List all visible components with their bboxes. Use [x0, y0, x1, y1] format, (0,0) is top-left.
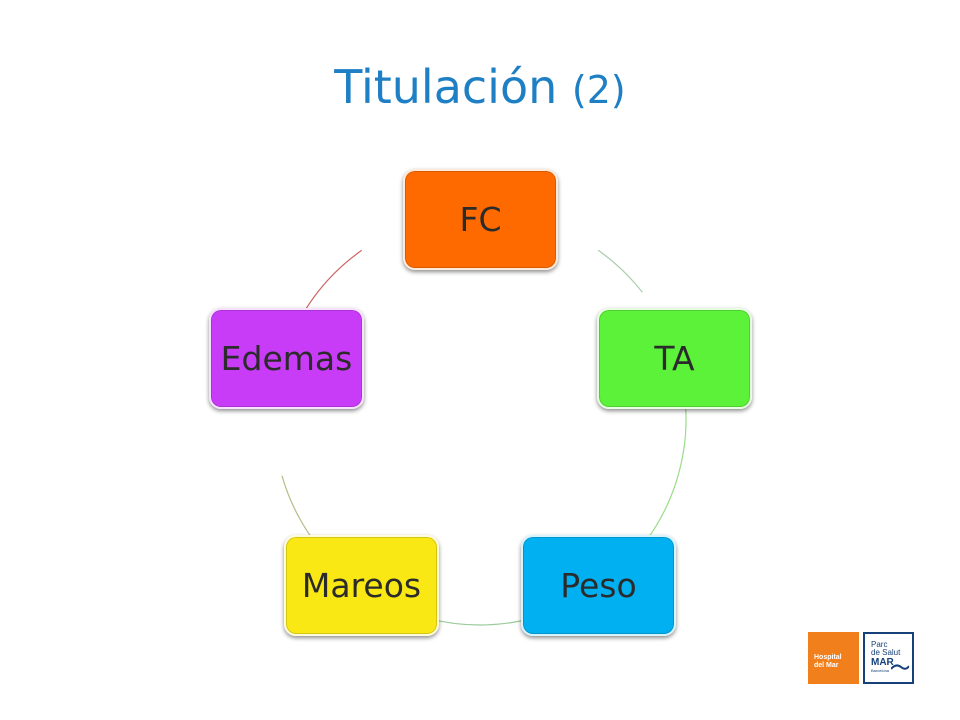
title-main: Titulación: [334, 60, 558, 114]
cycle-node-label: TA: [654, 339, 695, 378]
parc-logo-line1: Parc: [871, 640, 888, 649]
wave-icon: [891, 664, 909, 670]
hospital-logo-line1: Hospital: [814, 654, 842, 661]
cycle-node-edemas: Edemas: [209, 308, 364, 409]
cycle-node-peso: Peso: [521, 535, 676, 636]
cycle-node-label: FC: [459, 200, 502, 239]
logo-group: Hospital del Mar Parc de Salut MAR Barce…: [808, 632, 914, 684]
cycle-node-label: Peso: [560, 566, 637, 605]
cycle-node-mareos: Mareos: [284, 535, 439, 636]
cycle-arc: [632, 393, 687, 558]
parc-logo-line4: Barcelona: [871, 668, 890, 673]
cycle-node-label: Edemas: [220, 339, 353, 378]
cycle-node-fc: FC: [403, 169, 558, 270]
hospital-del-mar-logo: Hospital del Mar: [808, 632, 859, 684]
cycle-node-ta: TA: [597, 308, 752, 409]
cycle-arc: [597, 249, 643, 293]
slide-title: Titulación (2): [0, 52, 960, 125]
title-suffix: (2): [571, 68, 626, 112]
parc-de-salut-mar-logo: Parc de Salut MAR Barcelona: [863, 632, 914, 684]
cycle-node-label: Mareos: [301, 566, 422, 605]
hospital-logo-line2: del Mar: [814, 662, 839, 669]
parc-logo-line2: de Salut: [871, 648, 901, 657]
parc-logo-line3: MAR: [871, 657, 894, 668]
